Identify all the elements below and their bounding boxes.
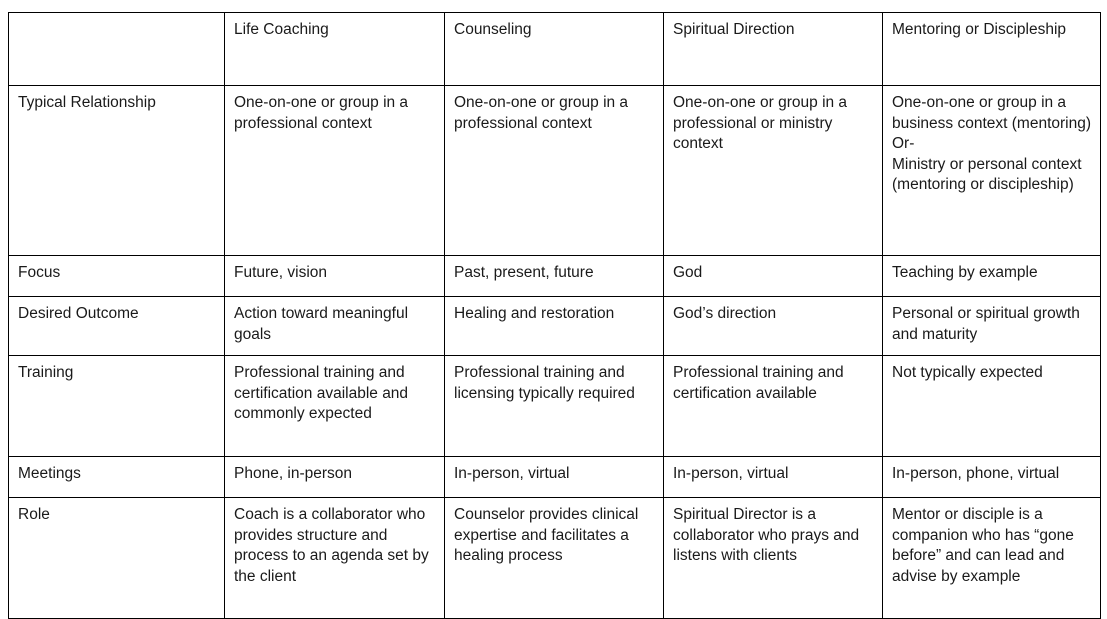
row-label-training: Training — [8, 355, 225, 457]
cell-role-life-coaching: Coach is a collaborator who provides str… — [224, 497, 445, 619]
cell-training-mentoring: Not typically expected — [882, 355, 1101, 457]
cell-focus-mentoring: Teaching by example — [882, 255, 1101, 297]
row-label-desired-outcome: Desired Outcome — [8, 296, 225, 356]
row-label-role: Role — [8, 497, 225, 619]
cell-role-spiritual-direction: Spiritual Director is a collaborator who… — [663, 497, 883, 619]
table-row: Role Coach is a collaborator who provide… — [8, 497, 1101, 619]
cell-training-life-coaching: Professional training and certification … — [224, 355, 445, 457]
cell-desired-outcome-life-coaching: Action toward meaningful goals — [224, 296, 445, 356]
cell-typical-relationship-counseling: One-on-one or group in a professional co… — [444, 85, 664, 256]
column-header-counseling: Counseling — [444, 12, 664, 86]
table-row: Training Professional training and certi… — [8, 355, 1101, 457]
cell-focus-spiritual-direction: God — [663, 255, 883, 297]
table-row: Desired Outcome Action toward meaningful… — [8, 296, 1101, 356]
header-corner-cell — [8, 12, 225, 86]
cell-meetings-mentoring: In-person, phone, virtual — [882, 456, 1101, 498]
row-label-meetings: Meetings — [8, 456, 225, 498]
table-row: Typical Relationship One-on-one or group… — [8, 85, 1101, 256]
table-body: Typical Relationship One-on-one or group… — [8, 85, 1101, 619]
cell-training-spiritual-direction: Professional training and certification … — [663, 355, 883, 457]
table-header: Life Coaching Counseling Spiritual Direc… — [8, 12, 1101, 86]
row-label-focus: Focus — [8, 255, 225, 297]
row-label-typical-relationship: Typical Relationship — [8, 85, 225, 256]
cell-typical-relationship-spiritual-direction: One-on-one or group in a professional or… — [663, 85, 883, 256]
cell-role-mentoring: Mentor or disciple is a companion who ha… — [882, 497, 1101, 619]
column-header-life-coaching: Life Coaching — [224, 12, 445, 86]
cell-focus-counseling: Past, present, future — [444, 255, 664, 297]
comparison-table: Life Coaching Counseling Spiritual Direc… — [8, 12, 1101, 619]
table-row: Meetings Phone, in-person In-person, vir… — [8, 456, 1101, 498]
cell-meetings-counseling: In-person, virtual — [444, 456, 664, 498]
cell-role-counseling: Counselor provides clinical expertise an… — [444, 497, 664, 619]
cell-desired-outcome-spiritual-direction: God’s direction — [663, 296, 883, 356]
header-row: Life Coaching Counseling Spiritual Direc… — [8, 12, 1101, 86]
cell-typical-relationship-life-coaching: One-on-one or group in a professional co… — [224, 85, 445, 256]
cell-meetings-spiritual-direction: In-person, virtual — [663, 456, 883, 498]
cell-typical-relationship-mentoring: One-on-one or group in a business contex… — [882, 85, 1101, 256]
cell-training-counseling: Professional training and licensing typi… — [444, 355, 664, 457]
column-header-spiritual-direction: Spiritual Direction — [663, 12, 883, 86]
table-row: Focus Future, vision Past, present, futu… — [8, 255, 1101, 297]
cell-focus-life-coaching: Future, vision — [224, 255, 445, 297]
cell-desired-outcome-mentoring: Personal or spiritual growth and maturit… — [882, 296, 1101, 356]
cell-desired-outcome-counseling: Healing and restoration — [444, 296, 664, 356]
cell-meetings-life-coaching: Phone, in-person — [224, 456, 445, 498]
column-header-mentoring-or-discipleship: Mentoring or Discipleship — [882, 12, 1101, 86]
